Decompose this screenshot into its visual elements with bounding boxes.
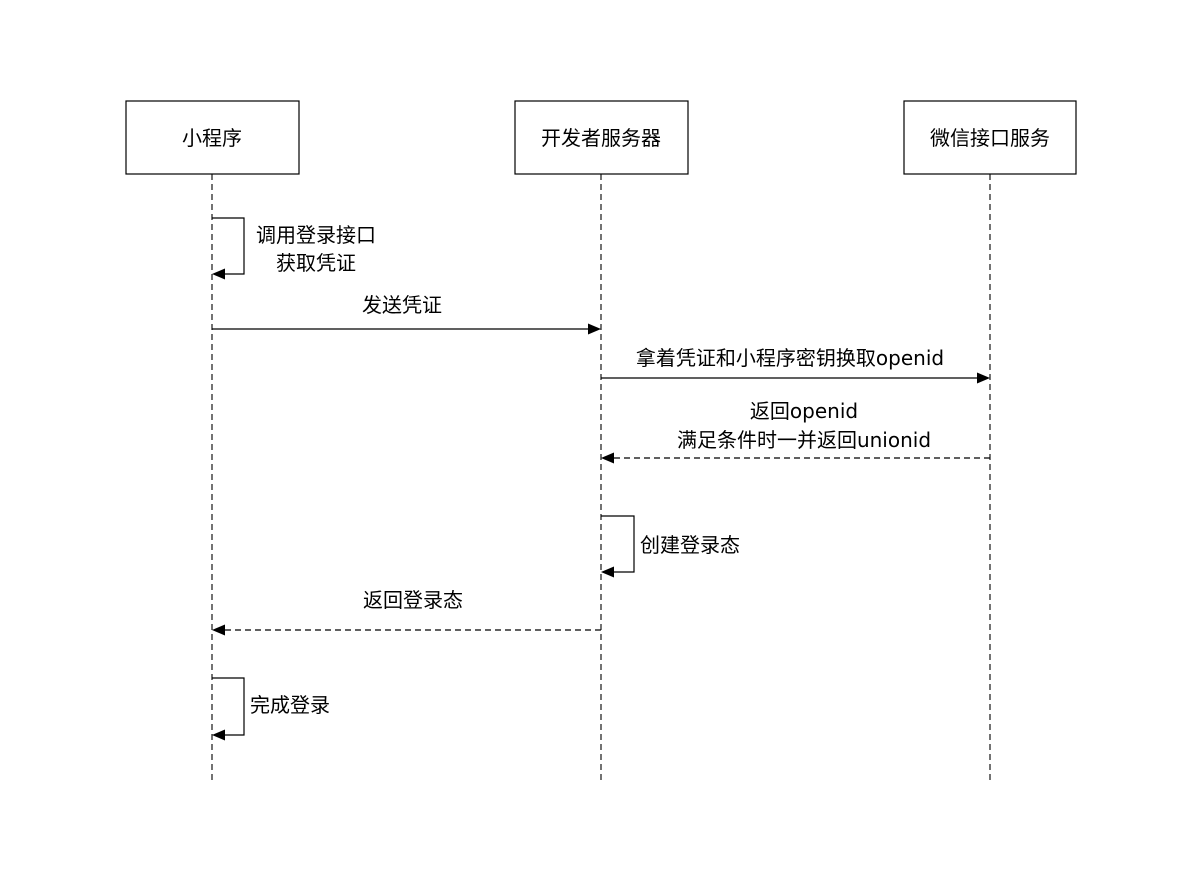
arrowhead-exchange-openid xyxy=(977,372,990,384)
actor-wechatapi: 微信接口服务 xyxy=(903,100,1077,175)
message-return-openid: 返回openid 满足条件时一并返回unionid xyxy=(601,399,990,464)
arrowhead-send-credential xyxy=(588,323,601,335)
actor-label-wechatapi: 微信接口服务 xyxy=(930,126,1050,150)
arrowhead-finish-login xyxy=(212,729,225,741)
message-line-self-login xyxy=(212,217,245,275)
message-label-self-login-line2: 获取凭证 xyxy=(276,251,356,275)
message-label-create-session: 创建登录态 xyxy=(640,533,740,557)
message-exchange-openid: 拿着凭证和小程序密钥换取openid xyxy=(601,346,990,384)
message-label-return-openid-line2: 满足条件时一并返回unionid xyxy=(677,428,931,452)
actor-box-miniprogram xyxy=(125,100,300,175)
arrowhead-create-session xyxy=(601,566,614,578)
actor-label-devserver: 开发者服务器 xyxy=(541,126,661,150)
arrowhead-self-login xyxy=(212,268,225,280)
actor-miniprogram: 小程序 xyxy=(125,100,300,175)
message-label-send-credential: 发送凭证 xyxy=(362,293,442,317)
arrowhead-return-session xyxy=(212,624,225,636)
message-send-credential: 发送凭证 xyxy=(212,293,601,335)
message-label-return-openid-line1: 返回openid xyxy=(750,399,858,423)
actor-devserver: 开发者服务器 xyxy=(514,100,689,175)
message-label-exchange-openid: 拿着凭证和小程序密钥换取openid xyxy=(636,346,944,370)
message-label-return-session: 返回登录态 xyxy=(363,588,463,612)
message-return-session: 返回登录态 xyxy=(212,588,601,636)
message-label-finish-login: 完成登录 xyxy=(250,693,330,717)
message-line-finish-login xyxy=(212,677,245,736)
message-line-create-session xyxy=(601,515,635,573)
message-finish-login: 完成登录 xyxy=(212,677,330,741)
actor-label-miniprogram: 小程序 xyxy=(182,126,242,150)
message-self-login: 调用登录接口 获取凭证 xyxy=(212,217,376,280)
actor-box-devserver xyxy=(514,100,689,175)
actor-box-wechatapi xyxy=(903,100,1077,175)
message-label-self-login-line1: 调用登录接口 xyxy=(256,223,376,247)
arrowhead-return-openid xyxy=(601,452,614,464)
message-create-session: 创建登录态 xyxy=(601,515,740,578)
